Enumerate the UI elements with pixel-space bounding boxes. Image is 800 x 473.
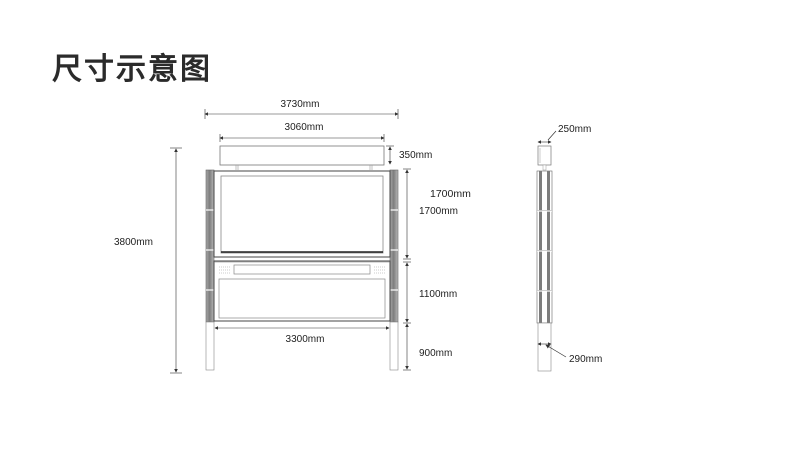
side-leg	[537, 322, 552, 372]
overall-width-label: 3730mm	[281, 99, 320, 110]
top-sign-box	[219, 145, 385, 166]
page-title: 尺寸示意图	[52, 52, 212, 87]
upper-display-screen	[220, 175, 384, 254]
frame-width-label: 3300mm	[286, 334, 325, 345]
upper-panel-height-label-a: 1700mm	[430, 188, 471, 200]
upper-panel-height-label-b: 1700mm	[419, 206, 458, 217]
right-post	[389, 169, 399, 371]
top-box-height-label: 350mm	[399, 150, 432, 161]
left-post	[205, 169, 215, 371]
top-box-width-label: 3060mm	[285, 122, 324, 133]
lower-panel-board	[218, 278, 386, 319]
lower-panel-height-label: 1100mm	[419, 289, 457, 300]
lower-panel-strip	[233, 264, 371, 275]
side-post-depth-label: 290mm	[569, 354, 602, 365]
leg-height-label: 900mm	[419, 348, 452, 359]
front-view: 3730mm 3060mm 350mm 1700mm 1700mm 1100mm…	[114, 99, 471, 374]
side-view: 250mm 290mm	[536, 124, 602, 372]
overall-height-label: 3800mm	[114, 237, 153, 248]
side-top-box-depth-label: 250mm	[558, 124, 591, 135]
